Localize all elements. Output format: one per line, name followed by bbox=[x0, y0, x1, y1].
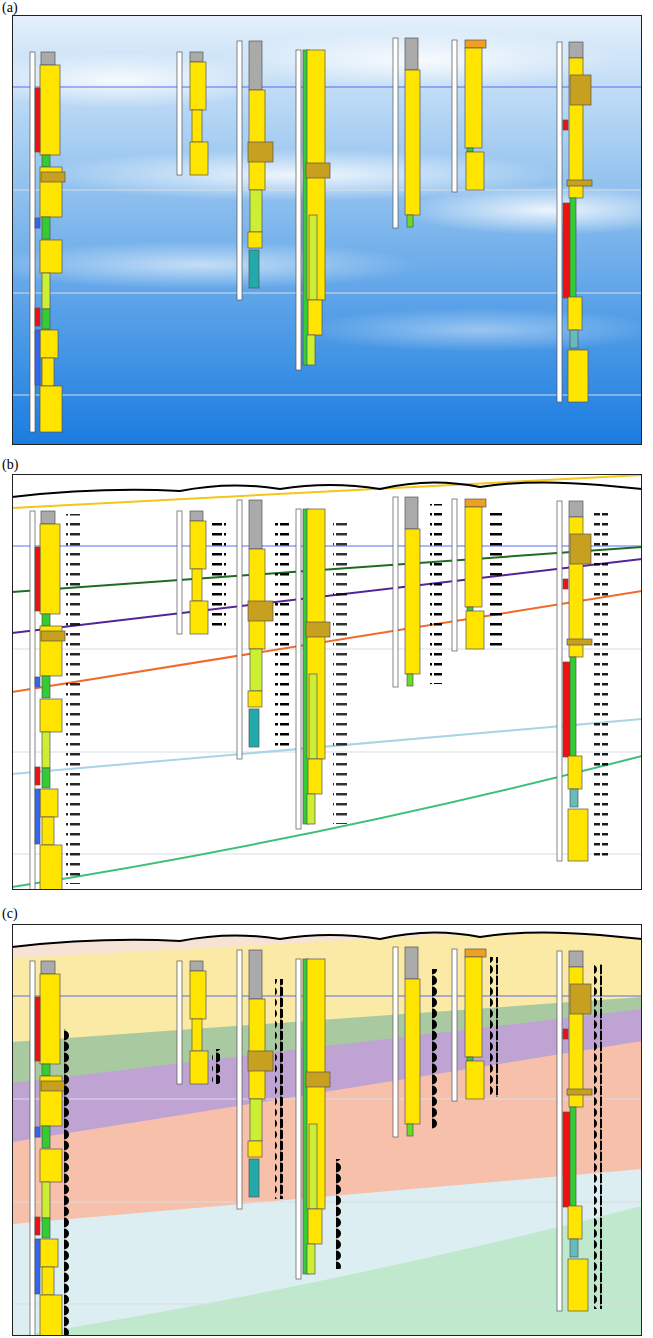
panel-label: (a) bbox=[2, 0, 18, 16]
panel-label: (c) bbox=[2, 906, 18, 922]
borehole-panel-a bbox=[12, 15, 642, 445]
panel-label: (b) bbox=[2, 457, 18, 473]
borehole-panel-b bbox=[12, 474, 642, 890]
borehole-panel-c bbox=[12, 924, 642, 1336]
